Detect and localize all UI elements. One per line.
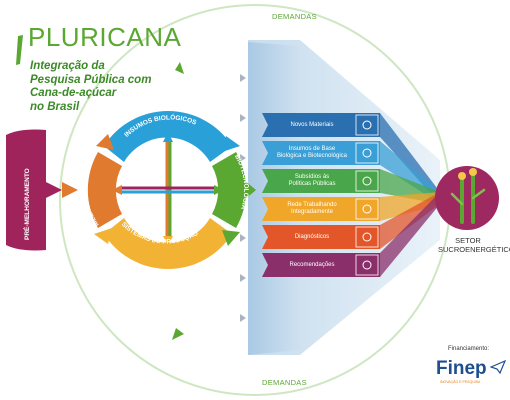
output-ray — [380, 192, 440, 249]
output-bars — [262, 113, 440, 277]
finep-tagline: INOVAÇÃO E PESQUISA — [440, 380, 481, 384]
output-bar — [262, 141, 380, 165]
sector-line: SUCROENERGÉTICO — [438, 245, 510, 254]
sector-line: SETOR — [455, 236, 481, 245]
output-item-label: Recomendações — [289, 261, 335, 268]
network-icon-glyph — [362, 204, 372, 214]
page-title: PLURICANA — [28, 22, 182, 52]
pre-melhoramento-arrow — [46, 182, 62, 198]
sugarcane-icon — [450, 168, 486, 224]
subtitle-line: no Brasil — [30, 100, 80, 113]
demandas-arrow-top — [175, 62, 184, 74]
sparkle-icon — [355, 114, 379, 136]
sector-circle — [435, 166, 499, 230]
ring-arrow-1 — [222, 136, 240, 152]
output-ray — [380, 192, 440, 221]
output-bar — [262, 253, 380, 277]
output-bar — [262, 169, 380, 193]
center-cross-heads — [112, 132, 224, 246]
subtitle-line: Pesquisa Pública com — [30, 73, 152, 86]
output-ray — [380, 192, 440, 277]
output-item-label: Diagnósticos — [294, 233, 330, 240]
chart-icon-glyph — [362, 232, 372, 242]
demandas-arrow-bottom — [172, 328, 184, 340]
pre-melhoramento-shape — [6, 129, 46, 251]
ring-melhoramento — [87, 152, 122, 228]
demandas-top-label: DEMANDAS — [272, 12, 317, 21]
people-icon — [355, 170, 379, 192]
ring-arrow-4 — [96, 134, 114, 150]
head-icon — [355, 254, 379, 276]
subtitle-line: Integração da — [30, 60, 105, 72]
financing-label: Financiamento: — [448, 346, 490, 352]
network-icon — [355, 198, 379, 220]
output-bar — [262, 225, 380, 249]
paper-plane-icon — [490, 360, 506, 374]
pre-to-ring-arrow — [62, 182, 78, 198]
center-cross — [118, 138, 218, 240]
ring-to-funnel-arrow — [244, 180, 256, 200]
page-subtitle: Integração da Pesquisa Pública com Cana-… — [30, 60, 152, 114]
ring-biotecnologia — [212, 152, 247, 228]
leaf-icon — [355, 142, 379, 164]
logo-mark-icon — [16, 35, 23, 65]
output-bar — [262, 197, 380, 221]
ring-arrow-2 — [222, 230, 240, 246]
ring-arrow-3 — [94, 228, 112, 244]
sparkle-icon-glyph — [362, 120, 372, 130]
people-icon-glyph — [362, 176, 372, 186]
head-icon-glyph — [362, 260, 372, 270]
chart-icon — [355, 226, 379, 248]
leaf-icon-glyph — [362, 148, 372, 158]
demandas-bottom-label: DEMANDAS — [262, 378, 307, 387]
subtitle-line: Cana-de-açúcar — [30, 87, 117, 99]
pre-melhoramento-label: PRÉ-MELHORAMENTO — [22, 168, 31, 240]
finep-logo: Finep — [436, 358, 487, 379]
output-bar — [262, 113, 380, 137]
sector-label: SETOR SUCROENERGÉTICO — [438, 236, 510, 254]
output-item-label: Novos Materiais — [290, 121, 334, 128]
